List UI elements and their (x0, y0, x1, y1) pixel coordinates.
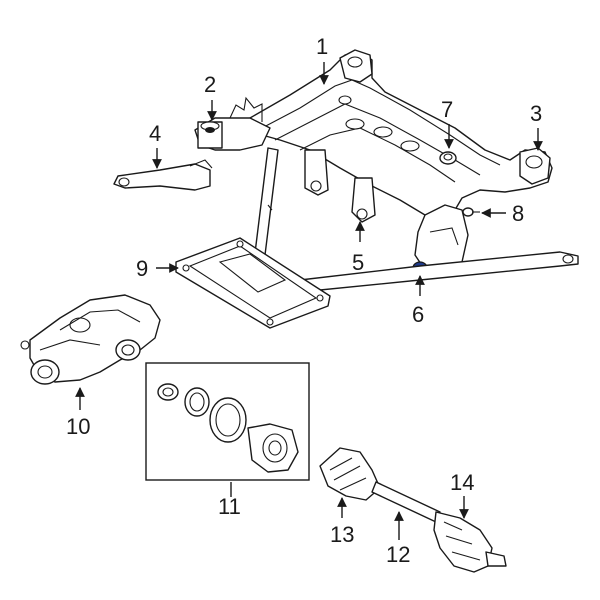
callout-3[interactable]: 3 (530, 101, 542, 126)
callout-12[interactable]: 12 (386, 542, 410, 567)
callout-9[interactable]: 9 (136, 256, 148, 281)
callout-13[interactable]: 13 (330, 522, 354, 547)
callout-1[interactable]: 1 (316, 34, 328, 59)
shield-plate-9[interactable] (175, 237, 331, 329)
axle-shaft-12[interactable] (319, 447, 507, 573)
callout-6[interactable]: 6 (412, 302, 424, 327)
cv-joint-kit-box-11[interactable] (145, 362, 310, 481)
callout-11[interactable]: 11 (218, 494, 241, 519)
bushing-2[interactable] (197, 121, 223, 149)
tension-strut[interactable] (299, 251, 579, 293)
callout-4[interactable]: 4 (149, 121, 161, 146)
differential-10[interactable] (20, 294, 161, 385)
callout-10[interactable]: 10 (66, 414, 90, 439)
callout-2[interactable]: 2 (204, 72, 216, 97)
bushing-7[interactable] (439, 151, 457, 165)
callout-7[interactable]: 7 (441, 97, 453, 122)
mount-bracket-4[interactable] (113, 159, 213, 191)
bolt-8[interactable] (462, 207, 480, 217)
callout-14[interactable]: 14 (450, 470, 474, 495)
callout-8[interactable]: 8 (512, 201, 524, 226)
callout-5[interactable]: 5 (352, 250, 364, 275)
rear-subframe[interactable] (194, 49, 553, 273)
